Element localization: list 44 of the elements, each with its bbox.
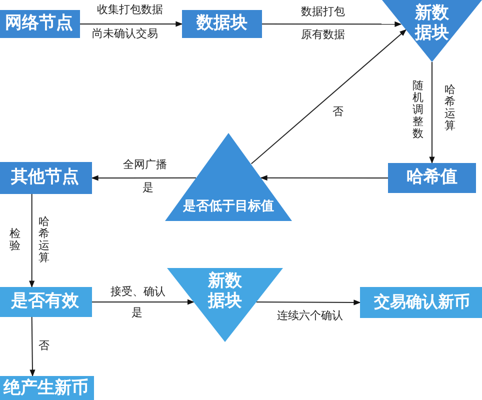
edge-label: 否 [38,340,50,352]
edge-label: 接受、确认 [110,286,166,298]
arrow [30,316,36,377]
arrow [29,194,35,288]
edge-note: 是 [142,182,154,194]
node-label: 网络节点 [5,14,73,34]
node-label: 新数据块 [206,270,243,312]
edge-note: 检验 [10,228,20,252]
node-label: 哈希值 [406,168,458,188]
edge-label: 全网广播 [123,158,167,172]
edge-label: 数据打包 [301,6,345,18]
triangle-node [382,0,482,62]
arrow [429,62,435,164]
arrow [260,175,388,181]
edge-note: 尚未确认交易 [92,28,158,40]
arrow [262,21,402,27]
arrow [256,300,361,306]
edge-note: 是 [132,306,142,320]
node-label: 是否低于目标值 [183,200,274,216]
edge-label: 收集打包数据 [97,4,163,16]
edge-label: 连续六个确认 [277,310,343,322]
triangle-node [165,133,292,221]
process-box [388,163,476,193]
node-label: 交易确认新币 [374,293,470,312]
arrow [91,175,196,181]
edge-note: 随机调整数 [412,80,424,140]
arrow [92,299,194,305]
process-box [0,376,94,400]
edge-label: 否 [332,106,344,118]
process-box [0,162,92,194]
arrow [80,21,183,27]
node-label: 是否有效 [11,292,79,312]
process-box [0,287,92,317]
edge-label: 哈希运算 [38,216,50,264]
edge-label: 哈希运算 [444,84,456,132]
process-box [182,10,262,38]
node-label: 数据块 [196,14,248,34]
node-label: 新数据块 [414,2,450,44]
edge-note: 原有数据 [301,28,345,42]
arrow [250,29,407,164]
process-box [360,287,482,318]
process-box [0,10,80,38]
node-label: 其他节点 [11,168,79,188]
node-label: 绝产生新币 [4,379,88,399]
